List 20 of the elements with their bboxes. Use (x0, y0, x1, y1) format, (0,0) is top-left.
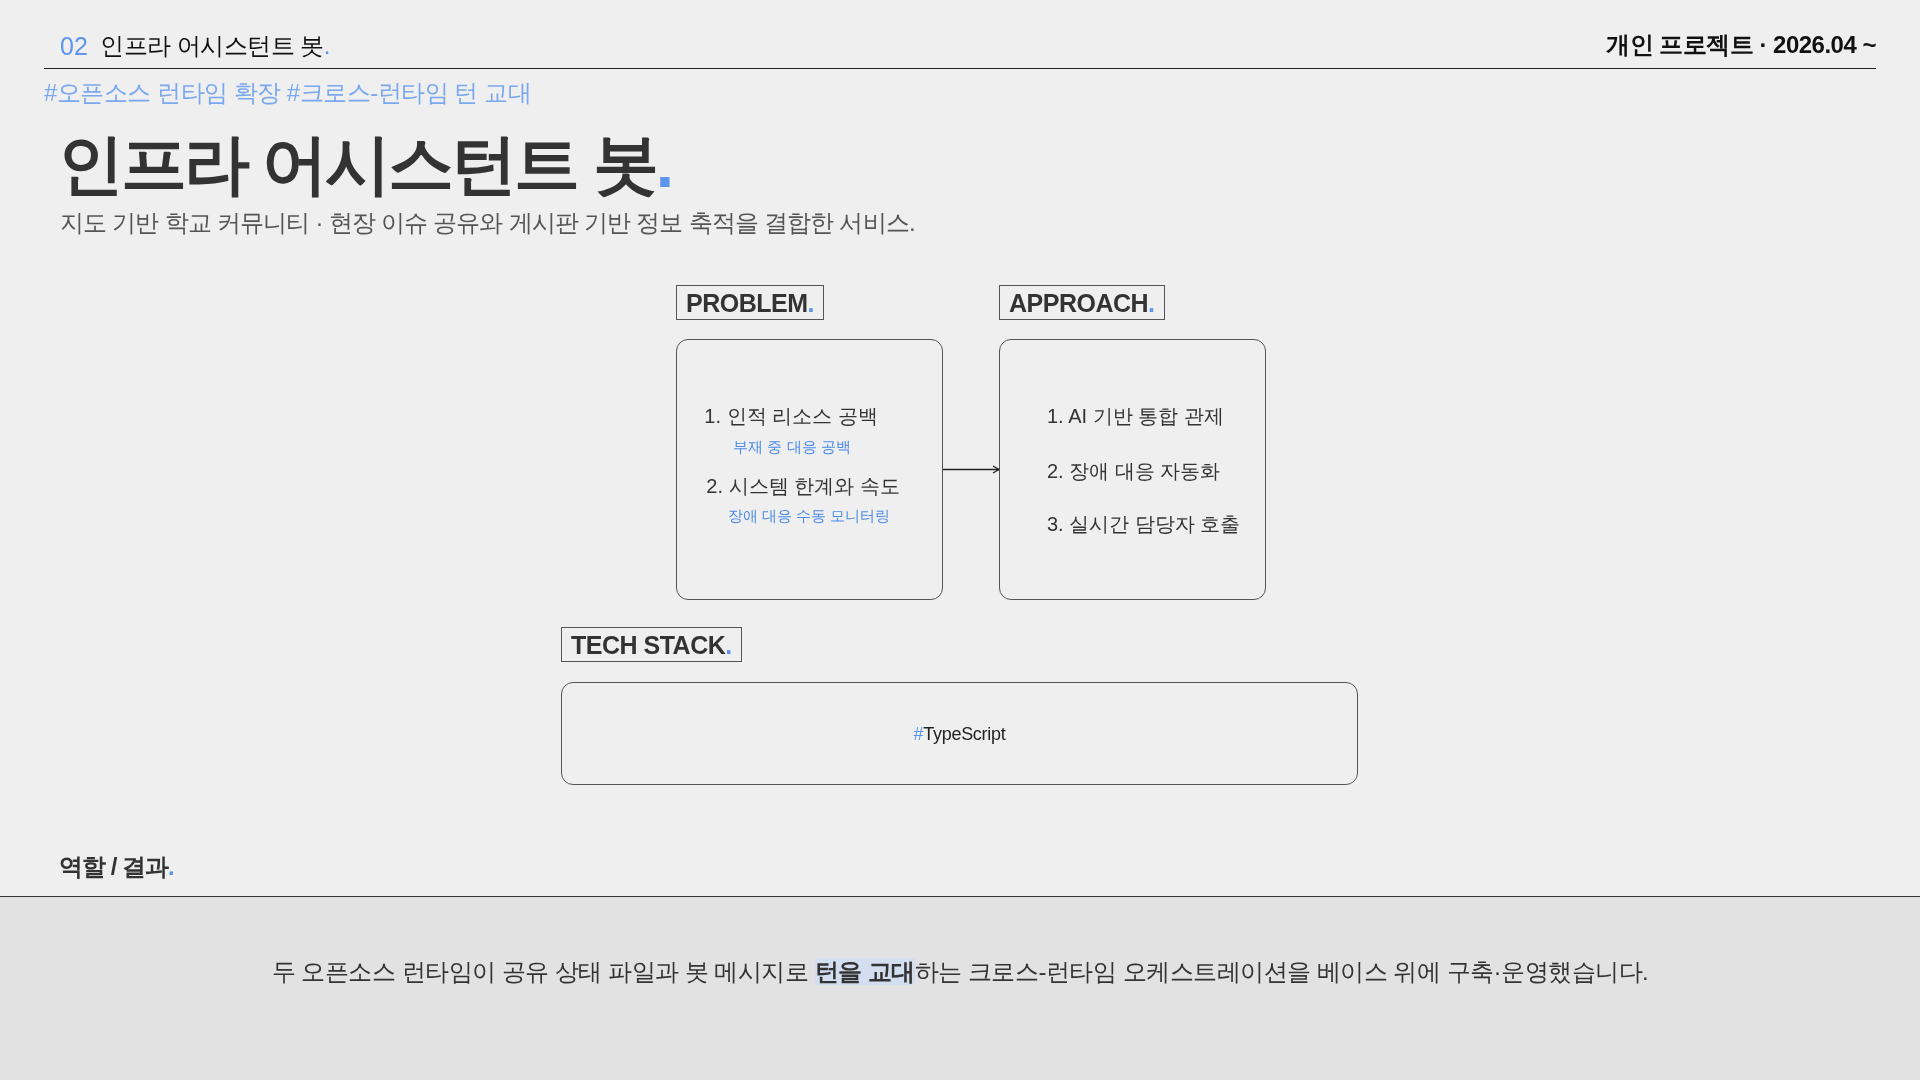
arrow (942, 465, 1000, 474)
list-item: 2. 시스템 한계와 속도 (706, 474, 900, 498)
heading-tag: APPROACH. (999, 285, 1165, 320)
section-title: 인프라 어시스턴트 봇. (100, 31, 330, 61)
list-item: 1. AI 기반 통합 관제 (1047, 404, 1224, 428)
section-number: 02 (60, 31, 88, 61)
page-title: 인프라 어시스턴트 봇. (58, 126, 672, 202)
list-item: 2. 장애 대응 자동화 (1047, 459, 1221, 483)
result-text: 두 오픈소스 런타임이 공유 상태 파일과 봇 메시지로 턴을 교대하는 크로스-런타임 오케스트레이션을 베이스 위에 구축·운영했습니다. (270, 957, 1650, 987)
section-heading: 역할 / 결과. (59, 852, 174, 882)
tech-tag: #TypeScript (913, 722, 1006, 745)
heading-tag: TECH STACK. (561, 627, 742, 662)
list-item: 1. 인적 리소스 공백 (704, 404, 878, 428)
list-item: 3. 실시간 담당자 호출 (1047, 512, 1241, 536)
item-note: 부재 중 대응 공백 (733, 438, 851, 456)
heading-tag: PROBLEM. (676, 285, 824, 320)
item-note: 장애 대응 수동 모니터링 (727, 507, 891, 525)
subtitle: 지도 기반 학교 커뮤니티 · 현장 이슈 공유와 게시판 기반 정보 축적을 결합한 서비스. (60, 208, 915, 238)
project-period: 개인 프로젝트 · 2026.04 ~ (1606, 30, 1876, 60)
hashtag-text: #오픈소스 런타임 확장 #크로스-런타임 턴 교대 (44, 78, 532, 108)
